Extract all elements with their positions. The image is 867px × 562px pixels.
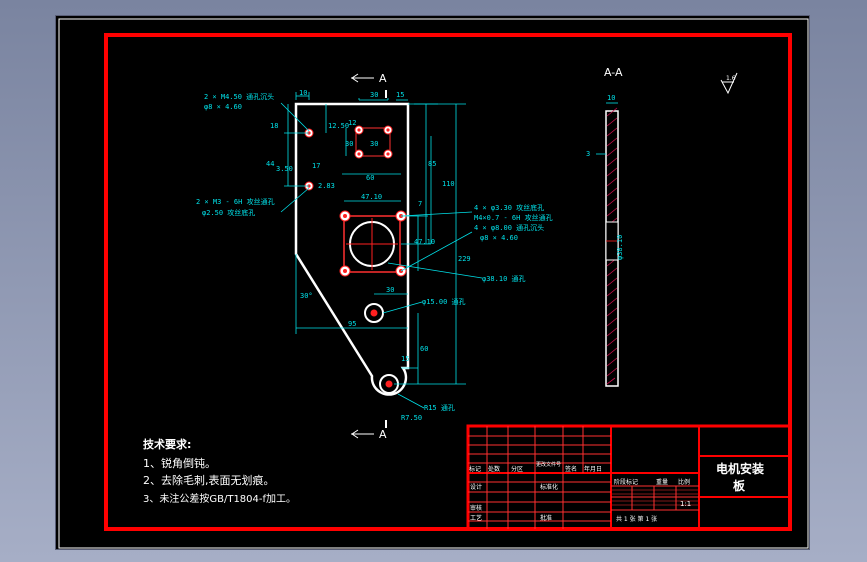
drawing-canvas: A A (58, 18, 809, 549)
tb-sheet: 共 1 张 第 1 张 (616, 515, 657, 523)
dim-47-10-v: 47.10 (414, 238, 435, 246)
note-left-holes-a: 2 × M3 - 6H 攻丝通孔 (196, 197, 275, 206)
inner-frame (104, 33, 792, 531)
tech-item-1: 1、锐角倒钝。 (143, 456, 216, 470)
motor-mount-holes (339, 210, 407, 277)
tb-part-name-2: 板 (733, 478, 746, 493)
note-left-holes-b: φ2.50 攻丝底孔 (202, 208, 255, 217)
top-hole-pattern (355, 127, 391, 157)
dim-60: 60 (366, 174, 374, 182)
tb-row-design: 设计 (470, 483, 482, 491)
section-letter-bottom: A (379, 428, 387, 441)
tb-header-date: 年月日 (584, 465, 602, 473)
tech-requirements: 技术要求: 1、锐角倒钝。 2、去除毛刺,表面无划痕。 3、未注公差按GB/T1… (143, 437, 296, 505)
note-right-holes-c: 4 × φ8.00 通孔沉头 (474, 223, 544, 232)
section-mark-top: A (351, 72, 387, 98)
dim-12: 12 (348, 119, 356, 127)
tech-title: 技术要求: (143, 437, 191, 451)
dim-10-top: 10 (299, 89, 307, 97)
tech-item-2: 2、去除毛刺,表面无划痕。 (143, 473, 275, 487)
tb-row-process: 工艺 (470, 514, 482, 522)
dim-85: 85 (428, 160, 436, 168)
tb-header-zone: 分区 (511, 465, 523, 473)
motor-pocket (343, 215, 401, 273)
dim-15-top: 15 (396, 91, 404, 99)
dim-110: 110 (442, 180, 455, 188)
tb-header-sign: 签名 (565, 465, 577, 473)
tb-header-mark: 标记 (469, 465, 481, 473)
title-block: 标记 处数 分区 更改文件号 签名 年月日 设计 审核 工艺 标准化 批准 阶段… (466, 424, 792, 531)
roughness-value: 1.6 (726, 75, 736, 82)
section-dim-10: 10 (607, 94, 615, 102)
note-right-holes-d: φ8 × 4.60 (480, 234, 518, 242)
tb-part-name-1: 电机安装 (716, 461, 764, 476)
note-right-holes-a: 4 × φ3.30 攻丝底孔 (474, 203, 544, 212)
tb-header-count: 处数 (488, 465, 500, 473)
tb-scale: 比例 (678, 478, 690, 486)
note-right-holes-b: M4×0.7 - 6H 攻丝通孔 (474, 213, 553, 222)
tb-row-standard: 标准化 (540, 483, 558, 491)
dim-44: 44 (266, 160, 274, 168)
note-bottom-radius: R7.50 (401, 414, 422, 422)
dim-30-top: 30 (370, 91, 378, 99)
section-view-title: A-A (604, 66, 623, 79)
note-top-holes-b: φ8 × 4.60 (204, 103, 242, 111)
dimension-lines (280, 92, 483, 409)
section-mark-bottom: A (351, 420, 387, 441)
section-view: A-A 10 3 φ38.10 (586, 66, 624, 387)
dim-47-10-h: 47.10 (361, 193, 382, 201)
dim-18: 18 (270, 122, 278, 130)
dim-30-mid: 30 (370, 140, 378, 148)
section-letter-top: A (379, 72, 387, 85)
section-dim-3: 3 (586, 150, 590, 158)
title-block-headers: 标记 处数 分区 更改文件号 签名 年月日 设计 审核 工艺 标准化 批准 阶段… (469, 461, 691, 523)
outer-sheet-border (58, 18, 809, 549)
part-front-view (294, 102, 410, 396)
dimension-texts: 10 30 15 12 30 30 18 12.50 44 3.50 17 60… (196, 89, 553, 422)
note-mid-hole: φ15.00 通孔 (422, 297, 466, 306)
dim-7: 7 (418, 200, 422, 208)
dim-60-low: 60 (420, 345, 428, 353)
dim-3-50: 3.50 (276, 165, 293, 173)
tb-weight: 重量 (656, 478, 668, 486)
tb-row-review: 审核 (470, 504, 482, 512)
dim-229: 229 (458, 255, 471, 263)
cad-viewport[interactable]: A A (55, 15, 810, 550)
dim-2-83: 2.83 (318, 182, 335, 190)
roughness-symbol: 1.6 (720, 72, 738, 95)
note-big-hole: φ38.10 通孔 (482, 274, 526, 283)
dim-15-low: 15 (401, 355, 409, 363)
section-dim-38: φ38.10 (616, 235, 624, 260)
dim-95: 95 (348, 320, 356, 328)
note-bottom-hole: R15 通孔 (424, 403, 455, 412)
tb-row-approve: 批准 (540, 514, 552, 522)
note-top-holes-a: 2 × M4.50 通孔沉头 (204, 92, 274, 101)
dim-30-left: 30 (345, 140, 353, 148)
dim-angle: 30° (300, 292, 313, 300)
tech-item-3: 3、未注公差按GB/T1804-f加工。 (143, 492, 296, 505)
tb-scale-value: 1:1 (680, 500, 691, 508)
tb-header-doc: 更改文件号 (536, 461, 561, 468)
dim-17: 17 (312, 162, 320, 170)
tb-stage: 阶段标记 (614, 478, 638, 486)
dim-12-50: 12.50 (328, 122, 349, 130)
part-outline (294, 102, 410, 396)
dim-30-low: 30 (386, 286, 394, 294)
